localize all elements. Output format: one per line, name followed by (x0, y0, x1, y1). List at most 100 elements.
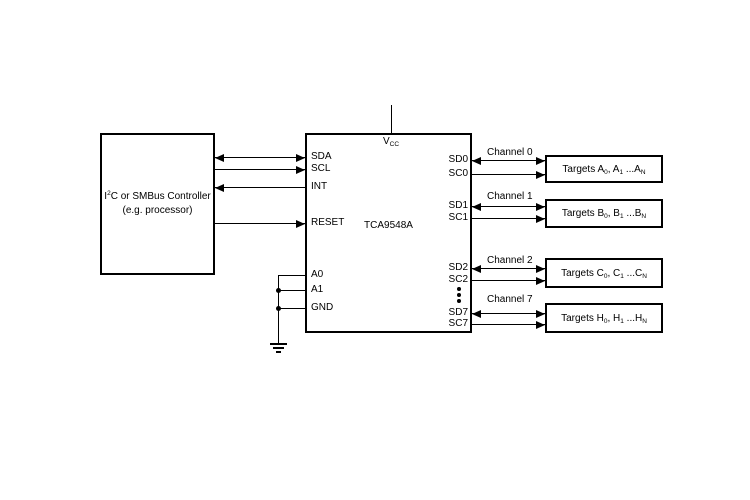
arrowhead-right-icon (536, 309, 545, 318)
wire-scl (215, 165, 305, 174)
arrowhead-right-icon (536, 156, 545, 165)
target-box-h: Targets H0, H1 ...HN (545, 303, 663, 333)
wire-sc7 (472, 320, 545, 329)
target-sub: N (640, 168, 646, 176)
ground-bar (270, 343, 287, 345)
ground-bar (276, 351, 281, 353)
pin-label-sc2: SC2 (448, 274, 468, 285)
vcc-wire (391, 105, 392, 133)
mux-box (305, 133, 472, 333)
target-sub: 1 (619, 213, 624, 220)
arrowhead-right-icon (536, 202, 545, 211)
ellipsis-dot (457, 299, 461, 303)
target-sub: 1 (619, 168, 624, 176)
vcc-sub: CC (389, 141, 400, 148)
controller-label: I2C or SMBus Controller (e.g. processor) (104, 190, 210, 218)
wire-sc2 (472, 276, 545, 285)
pin-label-a1: A1 (311, 284, 324, 295)
target-b-label: Targets B0, B1 ...BN (561, 208, 647, 220)
wire-sc0 (472, 170, 545, 179)
target-sub: 0 (603, 272, 608, 280)
arrowhead-right-icon (536, 170, 545, 179)
target-text: Targets C (561, 267, 604, 279)
target-text: ...B (623, 208, 642, 219)
controller-subtitle: (e.g. processor) (122, 205, 193, 216)
pin-label-sc1: SC1 (448, 212, 468, 223)
channel-7-label: Channel 7 (487, 294, 533, 305)
junction-dot (276, 306, 281, 311)
pin-label-scl: SCL (311, 163, 331, 174)
pin-label-a0: A0 (311, 269, 324, 280)
arrowhead-left-icon (215, 153, 224, 162)
target-sub: N (642, 272, 647, 280)
ellipsis-dot (457, 293, 461, 297)
arrowhead-left-icon (215, 183, 224, 192)
pin-label-gnd: GND (311, 302, 334, 313)
arrowhead-right-icon (536, 276, 545, 285)
pin-label-sc0: SC0 (448, 168, 468, 179)
vcc-text: V (382, 136, 390, 147)
arrowhead-left-icon (472, 309, 481, 318)
arrowhead-left-icon (472, 156, 481, 165)
vcc-pin-label: VCC (361, 136, 421, 148)
wire-sd7 (472, 309, 545, 318)
target-box-a: Targets A0, A1 ...AN (545, 155, 663, 183)
arrowhead-right-icon (296, 165, 305, 174)
controller-box: I2C or SMBus Controller (e.g. processor) (100, 133, 215, 275)
pin-label-reset: RESET (311, 217, 345, 228)
pin-label-sd7: SD7 (448, 307, 468, 318)
arrowhead-right-icon (536, 264, 545, 273)
wire-reset (215, 219, 305, 228)
target-sub: N (642, 317, 647, 325)
junction-dot (276, 288, 281, 293)
target-text: , C (607, 267, 621, 279)
target-sub: 0 (603, 317, 608, 325)
target-text: Targets B (561, 208, 605, 219)
target-sub: 1 (620, 317, 624, 325)
target-text: , A (607, 163, 620, 175)
wire-sc1 (472, 214, 545, 223)
target-text: Targets A (562, 163, 605, 175)
pin-label-int: INT (311, 181, 328, 192)
pin-label-sd0: SD0 (448, 154, 468, 165)
wire-a1 (278, 290, 305, 291)
wire-sd1 (472, 202, 545, 211)
arrowhead-right-icon (296, 219, 305, 228)
channel-2-label: Channel 2 (487, 255, 533, 266)
target-box-b: Targets B0, B1 ...BN (545, 199, 663, 228)
target-text: , H (607, 312, 621, 324)
target-sub: 0 (604, 213, 608, 220)
channel-1-label: Channel 1 (487, 191, 533, 202)
channel-0-label: Channel 0 (487, 147, 533, 158)
pin-label-sd2: SD2 (448, 262, 468, 273)
ground-bar (273, 347, 284, 349)
target-h-label: Targets H0, H1 ...HN (561, 312, 647, 325)
pin-label-sd1: SD1 (448, 200, 468, 211)
ellipsis-dot (457, 287, 461, 291)
controller-name-pre: I (104, 191, 108, 202)
target-text: ...A (623, 163, 641, 175)
arrowhead-left-icon (472, 202, 481, 211)
target-c-label: Targets C0, C1 ...CN (561, 267, 647, 280)
target-sub: 1 (620, 272, 624, 280)
arrowhead-right-icon (536, 214, 545, 223)
target-box-c: Targets C0, C1 ...CN (545, 258, 663, 288)
target-sub: N (641, 213, 647, 220)
target-text: Targets H (561, 312, 604, 324)
wire-sda (215, 153, 305, 162)
wire-gnd (278, 308, 305, 309)
pin-label-sda: SDA (311, 151, 332, 162)
wire-a0 (278, 275, 305, 276)
pin-label-sc7: SC7 (448, 318, 468, 329)
target-sub: 0 (604, 168, 608, 176)
controller-name-sup: 2 (107, 190, 111, 197)
target-text: ...H (623, 312, 643, 324)
wire-sd2 (472, 264, 545, 273)
target-a-label: Targets A0, A1 ...AN (562, 163, 646, 176)
target-text: , B (607, 208, 620, 219)
controller-name-post: C or SMBus Controller (110, 191, 211, 202)
wire-sd0 (472, 156, 545, 165)
arrowhead-left-icon (472, 264, 481, 273)
target-text: ...C (623, 267, 643, 279)
